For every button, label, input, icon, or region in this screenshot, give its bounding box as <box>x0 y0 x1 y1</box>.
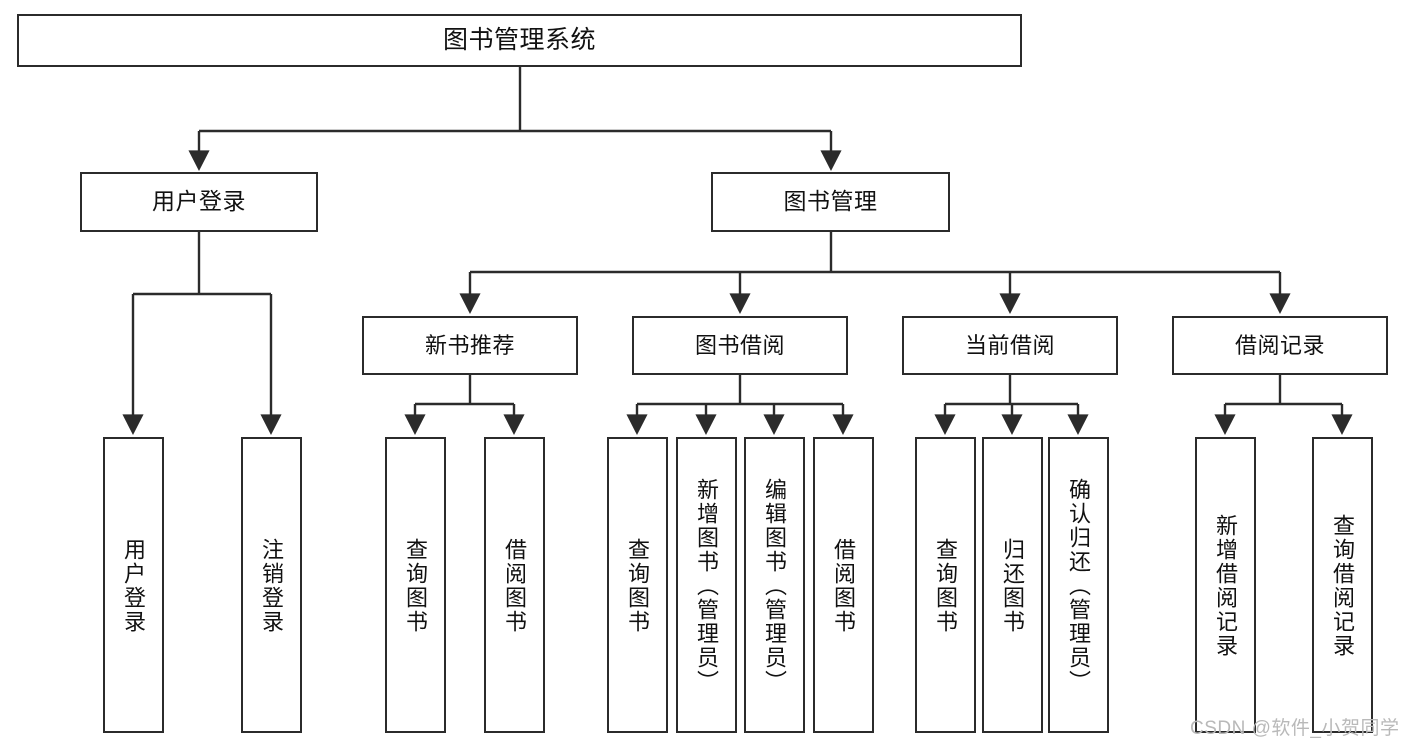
node-label: 查询图书 <box>933 538 959 634</box>
leaf-borrow-add-book-admin[interactable]: 新增图书（管理员） <box>676 437 737 733</box>
leaf-current-confirm-return-admin[interactable]: 确认归还（管理员） <box>1048 437 1109 733</box>
node-label: 图书管理系统 <box>442 25 596 54</box>
csdn-watermark: CSDN @软件_小贺同学 <box>1190 718 1400 739</box>
leaf-borrow-query-book[interactable]: 查询图书 <box>607 437 668 733</box>
node-root-system[interactable]: 图书管理系统 <box>17 14 1022 67</box>
node-label: 借阅图书 <box>831 538 857 634</box>
leaf-user-login-signout[interactable]: 注销登录 <box>241 437 302 733</box>
leaf-new-book-borrow[interactable]: 借阅图书 <box>484 437 545 733</box>
node-label: 查询图书 <box>403 538 429 634</box>
leaf-records-query-record[interactable]: 查询借阅记录 <box>1312 437 1373 733</box>
node-label: 用户登录 <box>121 538 147 634</box>
node-label: 查询借阅记录 <box>1330 514 1356 658</box>
node-label: 用户登录 <box>152 188 246 215</box>
node-label: 编辑图书（管理员） <box>762 478 788 694</box>
node-label: 查询图书 <box>625 538 651 634</box>
node-label: 当前借阅 <box>964 332 1055 358</box>
node-label: 新书推荐 <box>424 332 515 358</box>
node-label: 借阅记录 <box>1234 332 1325 358</box>
node-user-login[interactable]: 用户登录 <box>80 172 318 232</box>
leaf-current-return-book[interactable]: 归还图书 <box>982 437 1043 733</box>
leaf-borrow-borrow-book[interactable]: 借阅图书 <box>813 437 874 733</box>
leaf-current-query-book[interactable]: 查询图书 <box>915 437 976 733</box>
leaf-records-add-record[interactable]: 新增借阅记录 <box>1195 437 1256 733</box>
leaf-new-book-query[interactable]: 查询图书 <box>385 437 446 733</box>
node-label: 图书管理 <box>783 188 878 215</box>
node-label: 图书借阅 <box>694 332 785 358</box>
node-label: 新增图书（管理员） <box>694 478 720 694</box>
node-new-book-recommend[interactable]: 新书推荐 <box>362 316 578 375</box>
node-book-management[interactable]: 图书管理 <box>711 172 950 232</box>
node-label: 归还图书 <box>1000 538 1026 634</box>
node-current-borrow[interactable]: 当前借阅 <box>902 316 1118 375</box>
node-book-borrow[interactable]: 图书借阅 <box>632 316 848 375</box>
node-label: 注销登录 <box>259 538 285 634</box>
node-label: 借阅图书 <box>502 538 528 634</box>
node-label: 新增借阅记录 <box>1213 514 1239 658</box>
leaf-user-login-signin[interactable]: 用户登录 <box>103 437 164 733</box>
leaf-borrow-edit-book-admin[interactable]: 编辑图书（管理员） <box>744 437 805 733</box>
node-borrow-records[interactable]: 借阅记录 <box>1172 316 1388 375</box>
node-label: 确认归还（管理员） <box>1066 478 1092 694</box>
